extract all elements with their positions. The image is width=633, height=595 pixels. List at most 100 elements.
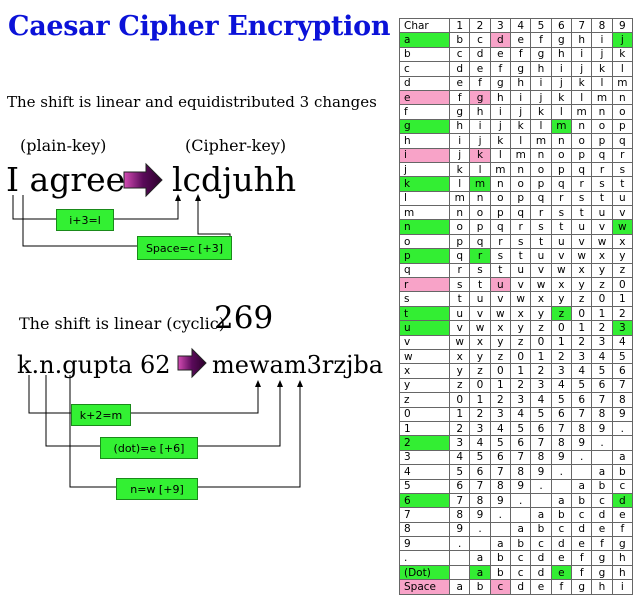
table-cell: 8: [591, 406, 613, 422]
table-cell: k: [570, 75, 593, 91]
table-cell: q: [398, 262, 451, 279]
table-cell: 0: [469, 377, 491, 394]
cipher-text-1: lcdjuhh: [172, 160, 297, 199]
table-cell: u: [611, 190, 633, 207]
table-cell: y: [469, 348, 491, 365]
table-cell: u: [449, 305, 471, 322]
table-cell: 4: [489, 420, 512, 437]
table-cell: 5: [530, 406, 552, 422]
table-cell: 6: [489, 449, 512, 466]
table-cell: g: [591, 550, 613, 566]
table-cell: y: [398, 377, 451, 394]
table-cell: j: [449, 147, 471, 163]
table-cell: g: [611, 536, 633, 552]
table-cell: k: [510, 118, 532, 135]
table-cell: 7: [469, 478, 491, 494]
table-cell: 6: [570, 392, 593, 408]
table-cell: h: [611, 564, 633, 581]
table-cell: a: [449, 579, 471, 595]
table-cell: v: [510, 277, 532, 293]
table-cell: 9: [398, 536, 451, 552]
table-cell: 7: [550, 420, 573, 437]
table-cell: x: [510, 305, 532, 322]
table-cell: x: [449, 348, 471, 365]
table-cell: h: [489, 89, 512, 106]
table-cell: d: [611, 492, 633, 509]
table-cell: 9: [530, 464, 552, 480]
table-cell: 9: [591, 420, 613, 437]
table-cell: 0: [449, 392, 471, 408]
table-cell: r: [449, 262, 471, 279]
page-title: Caesar Cipher Encryption: [8, 11, 391, 42]
table-cell: k: [398, 176, 451, 192]
table-cell: f: [591, 536, 613, 552]
table-cell: l: [449, 176, 471, 192]
table-cell: c: [570, 507, 593, 523]
table-cell: g: [489, 75, 512, 91]
table-cell: 8: [611, 392, 633, 408]
table-cell: r: [611, 147, 633, 163]
plain-key-label: (plain-key): [20, 136, 107, 155]
table-cell: n: [611, 89, 633, 106]
table-cell: p: [550, 161, 573, 178]
table-cell: u: [510, 262, 532, 279]
example1-description: The shift is linear and equidistributed …: [7, 93, 377, 111]
table-cell: 4: [449, 449, 471, 466]
table-cell: 8: [570, 420, 593, 437]
table-cell: o: [398, 233, 451, 250]
table-cell: z: [550, 305, 573, 322]
table-cell: q: [510, 205, 532, 221]
table-cell: b: [398, 46, 451, 63]
table-cell: 4: [611, 334, 633, 350]
table-cell: s: [489, 248, 512, 264]
table-cell: y: [591, 262, 613, 279]
table-cell: 5: [591, 363, 613, 379]
table-cell: u: [570, 219, 593, 235]
table-cell: c: [530, 536, 552, 552]
table-cell: f: [510, 46, 532, 63]
table-cell: h: [449, 118, 471, 135]
table-header-cell: 7: [570, 17, 593, 34]
table-cell: .: [530, 478, 552, 494]
table-cell: [611, 435, 633, 451]
table-cell: t: [449, 291, 471, 307]
table-cell: j: [398, 161, 451, 178]
table-cell: m: [591, 89, 613, 106]
table-cell: v: [489, 291, 512, 307]
table-cell: 7: [591, 392, 613, 408]
table-cell: 4: [570, 363, 593, 379]
table-cell: s: [469, 262, 491, 279]
table-cell: i: [570, 46, 593, 63]
table-cell: 0: [611, 277, 633, 293]
table-cell: 5: [570, 377, 593, 394]
table-cell: 5: [510, 420, 532, 437]
table-cell: i: [398, 147, 451, 163]
table-cell: c: [591, 492, 613, 509]
table-cell: t: [530, 233, 552, 250]
table-cell: 5: [550, 392, 573, 408]
table-cell: 4: [469, 435, 491, 451]
table-cell: m: [510, 147, 532, 163]
table-cell: 3: [469, 420, 491, 437]
table-cell: q: [489, 219, 512, 235]
table-cell: 9: [469, 507, 491, 523]
table-cell: r: [570, 176, 593, 192]
table-cell: g: [550, 32, 573, 48]
table-cell: d: [449, 61, 471, 77]
table-cell: 5: [398, 478, 451, 494]
table-cell: d: [469, 46, 491, 63]
table-cell: s: [449, 277, 471, 293]
table-cell: n: [489, 176, 512, 192]
